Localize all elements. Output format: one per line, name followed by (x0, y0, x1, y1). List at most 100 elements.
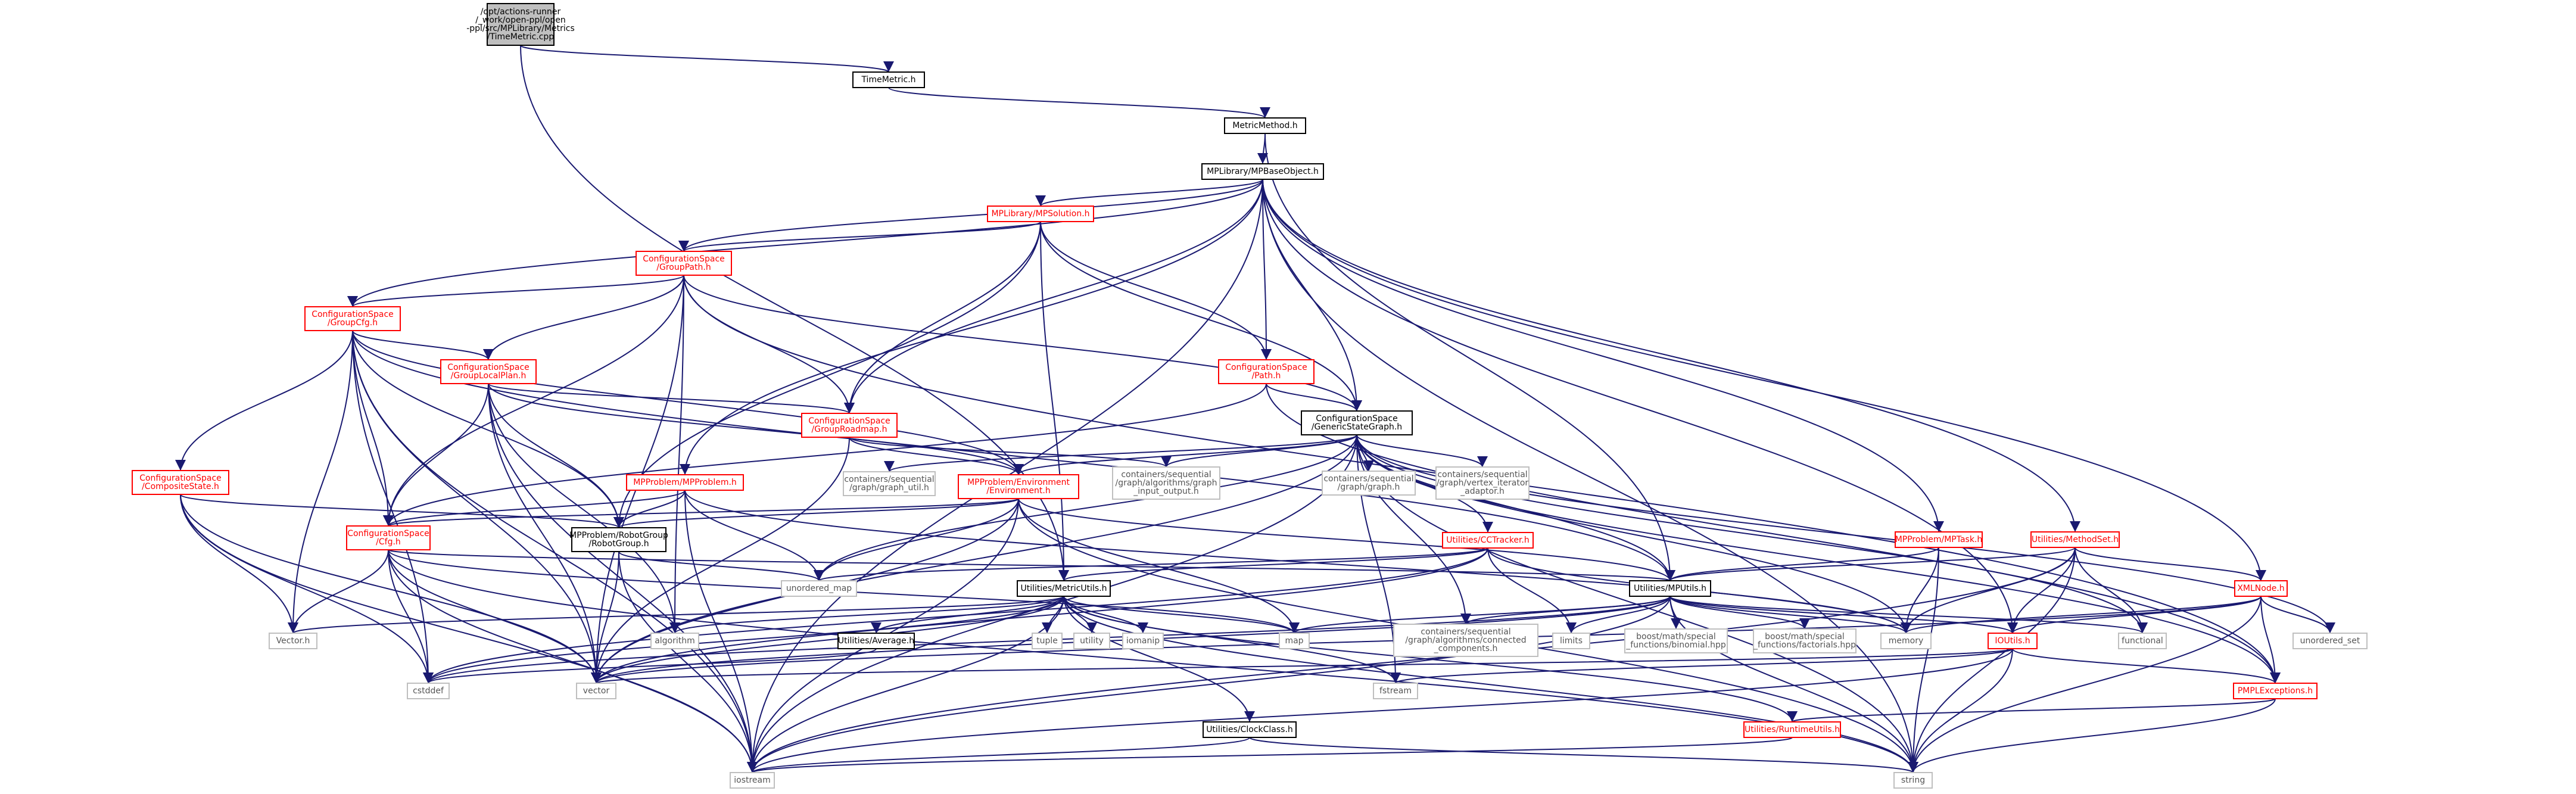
edge-mpbase-to-grouppath (678, 179, 1263, 252)
node-label: map (1285, 636, 1303, 646)
node-grouppath[interactable]: ConfigurationSpace/GroupPath.h (636, 251, 732, 276)
edge-ioutils-to-iostream (747, 648, 2013, 773)
edge-mpproblem-to-cfg (383, 490, 686, 527)
edge-xmlnode-to-pmplexceptions (2260, 596, 2281, 684)
node-box (1073, 633, 1110, 649)
node-environment[interactable]: MPProblem/Environment/Environment.h (958, 474, 1079, 499)
edge-cfg-to-iostream (388, 549, 758, 773)
edge-cspath-to-pmplexceptions (1266, 383, 2281, 684)
edge-grouplocalplan-to-robotgroup (488, 383, 624, 528)
edge-grouplocalplan-to-environment (488, 383, 1024, 475)
node-connected[interactable]: containers/sequential/graph/algorithms/c… (1393, 624, 1538, 657)
node-label: /_work/open-ppl/open (475, 15, 566, 25)
node-unorderedmap[interactable]: unordered_map (781, 580, 857, 597)
node-factorials[interactable]: boost/math/special_functions/factorials.… (1753, 628, 1857, 653)
node-binomial[interactable]: boost/math/special_functions/binomial.hp… (1624, 628, 1728, 653)
node-box (987, 205, 1094, 222)
node-label: boost/math/special (1636, 632, 1716, 642)
node-tuple[interactable]: tuple (1032, 633, 1063, 649)
node-methodset[interactable]: Utilities/MethodSet.h (2030, 531, 2120, 548)
node-graphh[interactable]: containers/sequential/graph/graph.h (1322, 471, 1416, 496)
node-root[interactable]: /opt/actions-runner/_work/open-ppl/open-… (466, 3, 575, 46)
node-label: boost/math/special (1765, 632, 1845, 642)
node-clockclass[interactable]: Utilities/ClockClass.h (1203, 721, 1297, 738)
node-graphinput[interactable]: containers/sequential/graph/algorithms/g… (1112, 466, 1220, 500)
edge-metricutils-to-iostream (747, 596, 1064, 773)
node-box (801, 413, 898, 438)
node-robotgroup[interactable]: MPProblem/RobotGroup/RobotGroup.h (569, 527, 668, 552)
node-mptask[interactable]: MPProblem/MPTask.h (1895, 531, 1983, 548)
node-box (440, 359, 537, 384)
edge-mpbase-to-ioutils (1262, 179, 2018, 634)
node-label: fstream (1379, 686, 1412, 696)
node-label: ConfigurationSpace (312, 310, 394, 319)
node-box (852, 71, 925, 88)
node-average[interactable]: Utilities/Average.h (837, 633, 915, 649)
edge-mpsolution-to-grouppath (678, 221, 1041, 252)
node-limits[interactable]: limits (1552, 633, 1590, 649)
edge-gsg-to-memory (1356, 434, 1911, 634)
edge-cfg-to-vectorh (288, 549, 389, 634)
node-gsg[interactable]: ConfigurationSpace/GenericStateGraph.h (1301, 410, 1413, 435)
node-box (626, 474, 744, 491)
edge-environment-to-cfg (383, 498, 1019, 527)
node-fstream[interactable]: fstream (1373, 683, 1418, 699)
node-box (958, 474, 1079, 499)
node-mpsolution[interactable]: MPLibrary/MPSolution.h (987, 205, 1094, 222)
node-utility[interactable]: utility (1073, 633, 1110, 649)
node-grouproadmap[interactable]: ConfigurationSpace/GroupRoadmap.h (801, 413, 898, 438)
edge-groupcfg-to-mputils (352, 330, 1675, 581)
edge-gsg-to-graphutil (884, 434, 1357, 472)
node-map[interactable]: map (1279, 633, 1310, 649)
node-box (1393, 624, 1538, 657)
node-iostream[interactable]: iostream (730, 772, 775, 789)
node-label: _adaptor.h (1460, 487, 1505, 496)
node-algorithm[interactable]: algorithm (650, 633, 699, 649)
node-label: /graph/graph_util.h (849, 483, 929, 493)
edge-mputils-to-memory (1669, 596, 1911, 634)
edge-groupcfg-to-iostream (352, 330, 758, 773)
node-vectorh[interactable]: Vector.h (269, 633, 317, 649)
node-unorderedset[interactable]: unordered_set (2292, 633, 2368, 649)
node-box (636, 251, 732, 276)
node-vertexiter[interactable]: containers/sequential/graph/vertex_itera… (1435, 466, 1530, 500)
node-cfg[interactable]: ConfigurationSpace/Cfg.h (346, 525, 431, 550)
node-string[interactable]: string (1893, 772, 1933, 789)
edge-metricmethod-to-mputils (1264, 133, 1675, 581)
node-box (487, 3, 555, 46)
node-ioutils[interactable]: IOUtils.h (1988, 633, 2038, 649)
node-metricmethod[interactable]: MetricMethod.h (1224, 117, 1306, 134)
node-compositestate[interactable]: ConfigurationSpace/CompositeState.h (132, 470, 229, 495)
node-cstddef[interactable]: cstddef (407, 683, 450, 699)
edge-mptask-to-memory (1901, 547, 1939, 634)
node-iomanip[interactable]: iomanip (1122, 633, 1164, 649)
node-graphutil[interactable]: containers/sequential/graph/graph_util.h (843, 471, 936, 496)
edge-metricutils-to-clockclass (1063, 596, 1255, 723)
node-memory[interactable]: memory (1880, 633, 1932, 649)
node-mputils[interactable]: Utilities/MPUtils.h (1629, 580, 1711, 597)
node-vector[interactable]: vector (576, 683, 616, 699)
node-pmplexceptions[interactable]: PMPLExceptions.h (2233, 683, 2318, 699)
edge-ioutils-to-pmplexceptions (2012, 648, 2281, 684)
edge-mpbase-to-mptask (1262, 179, 1944, 533)
node-label: /graph/algorithms/connected (1405, 636, 1526, 645)
node-cctracker[interactable]: Utilities/CCTracker.h (1442, 532, 1534, 549)
node-functional[interactable]: functional (2118, 633, 2167, 649)
node-metricutils[interactable]: Utilities/MetricUtils.h (1017, 580, 1111, 597)
node-label: containers/sequential (1121, 470, 1211, 479)
edge-mpsolution-to-gsg (1040, 221, 1362, 412)
node-groupcfg[interactable]: ConfigurationSpace/GroupCfg.h (304, 306, 401, 331)
node-grouplocalplan[interactable]: ConfigurationSpace/GroupLocalPlan.h (440, 359, 537, 384)
edge-metricutils-to-runtimeutils (1063, 596, 1798, 723)
node-mpproblem[interactable]: MPProblem/MPProblem.h (626, 474, 744, 491)
edge-robotgroup-to-vector (591, 551, 619, 684)
node-xmlnode[interactable]: XMLNode.h (2234, 580, 2288, 597)
node-label: memory (1889, 636, 1924, 646)
node-cspath[interactable]: ConfigurationSpace/Path.h (1218, 359, 1315, 384)
node-timemetric[interactable]: TimeMetric.h (852, 71, 925, 88)
node-mpbase[interactable]: MPLibrary/MPBaseObject.h (1201, 163, 1324, 180)
node-box (1032, 633, 1063, 649)
node-runtimeutils[interactable]: Utilities/RuntimeUtils.h (1743, 721, 1841, 738)
node-label: /GroupCfg.h (328, 318, 378, 328)
node-box (407, 683, 450, 699)
